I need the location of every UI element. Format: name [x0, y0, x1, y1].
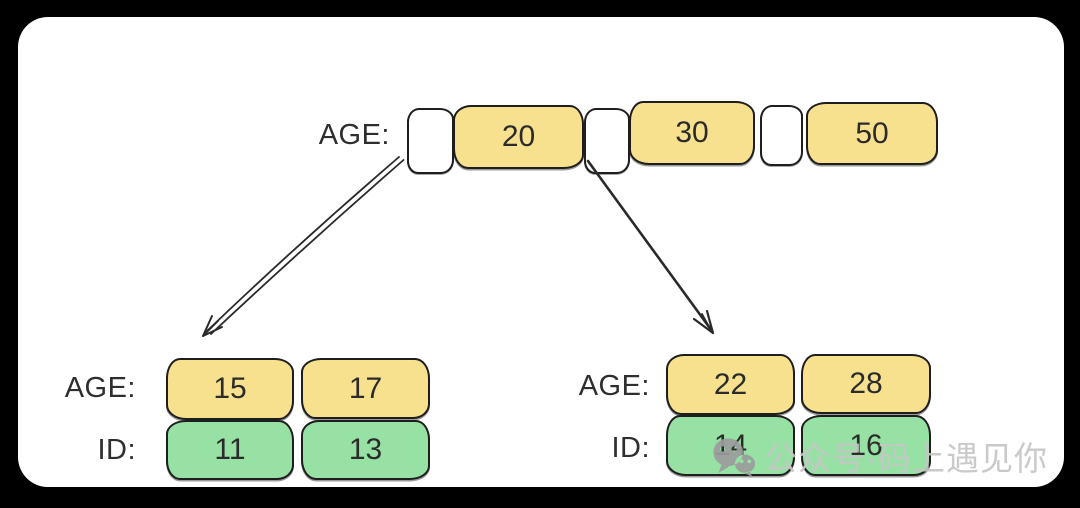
root-key-cell-30: 30 [629, 101, 755, 165]
root-age-label: AGE: [318, 119, 390, 151]
watermark-text: 公众号·码上遇见你 [764, 439, 1048, 477]
left-leaf-id-cell-13: 13 [301, 420, 430, 480]
right-leaf-age-label: AGE: [578, 370, 650, 402]
left-leaf-age-cell-15: 15 [166, 358, 294, 420]
left-leaf-age-label: AGE: [64, 372, 136, 404]
root-pointer-cell-2 [584, 108, 630, 174]
right-leaf-id-label: ID: [611, 432, 650, 464]
left-leaf-id-cell-11: 11 [166, 420, 294, 480]
wechat-icon [713, 438, 756, 478]
right-leaf-age-cell-28: 28 [801, 354, 931, 414]
right-leaf-age-cell-22: 22 [666, 354, 795, 415]
root-key-cell-50: 50 [806, 102, 938, 165]
left-leaf-id-label: ID: [97, 434, 136, 466]
root-key-cell-20: 20 [453, 105, 584, 169]
diagram-panel: AGE: 20 30 50 AGE: 15 17 ID: 11 13 AGE: … [18, 17, 1064, 487]
root-pointer-cell-3 [760, 105, 803, 166]
watermark: 公众号·码上遇见你 [710, 436, 1048, 480]
root-pointer-cell-1 [407, 108, 454, 174]
right-leaf-id-cell-16: 16 [801, 415, 931, 476]
left-leaf-age-cell-17: 17 [301, 358, 430, 419]
